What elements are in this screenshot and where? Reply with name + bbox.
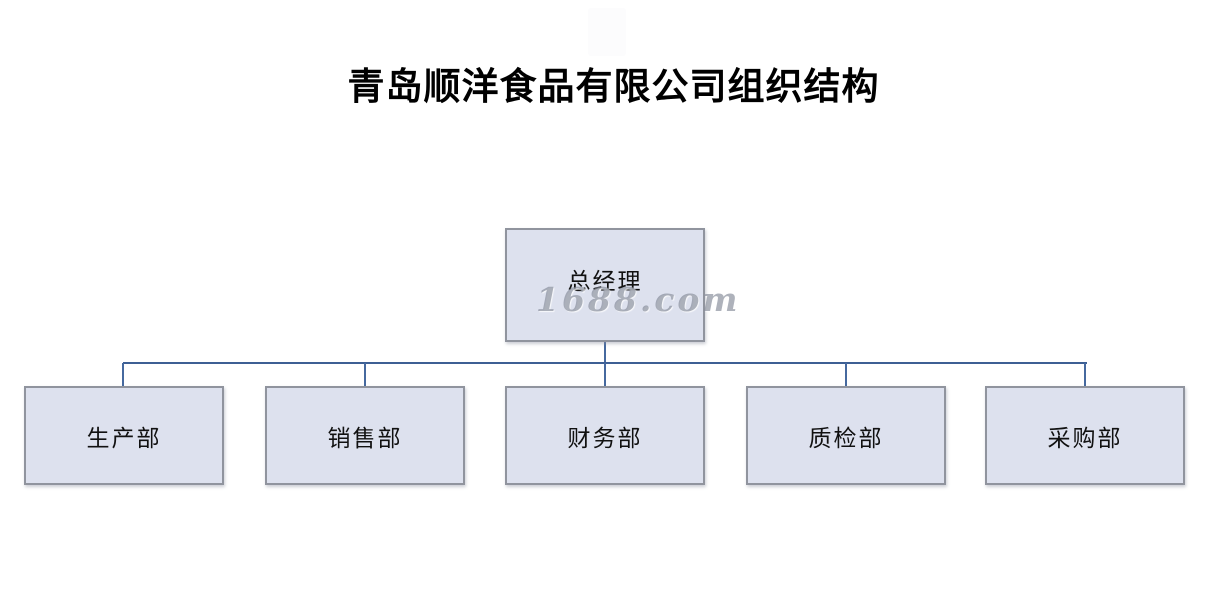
- connector-drop-finance: [604, 363, 606, 386]
- org-node-finance-dept: 财务部: [505, 386, 705, 485]
- page-title: 青岛顺洋食品有限公司组织结构: [347, 66, 880, 107]
- connector-drop-production: [122, 363, 124, 386]
- faint-top-watermark: [588, 8, 626, 56]
- org-node-production-label: 生产部: [86, 424, 162, 451]
- org-node-purchasing-label: 采购部: [1047, 424, 1123, 451]
- connector-drop-quality: [845, 363, 847, 386]
- connector-drop-sales: [364, 363, 366, 386]
- org-node-sales-label: 销售部: [327, 424, 403, 451]
- org-node-general-manager-label: 总经理: [567, 268, 643, 294]
- org-node-sales-dept: 销售部: [265, 386, 465, 485]
- connector-root-stub: [604, 342, 606, 362]
- org-node-finance-label: 财务部: [567, 424, 643, 451]
- org-node-quality-dept: 质检部: [746, 386, 946, 485]
- org-node-quality-label: 质检部: [808, 424, 884, 451]
- org-node-general-manager: 总经理: [505, 228, 705, 342]
- watermark-1688: 1688.com: [536, 280, 741, 319]
- connector-drop-purchasing: [1084, 363, 1086, 386]
- org-node-production-dept: 生产部: [24, 386, 224, 485]
- org-node-purchasing-dept: 采购部: [985, 386, 1185, 485]
